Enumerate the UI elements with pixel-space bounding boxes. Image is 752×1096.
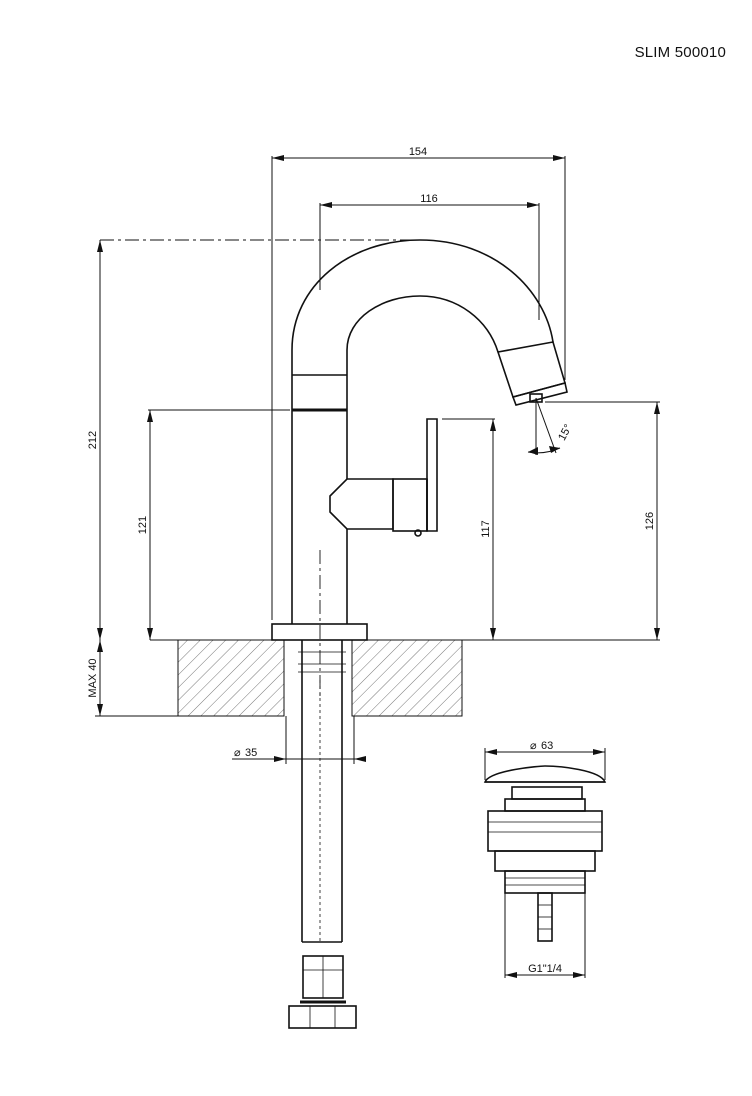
dim-spout-angle: 15° [556, 422, 574, 442]
dim-waste-thread: G1"1/4 [528, 963, 562, 975]
diameter-symbol: ⌀ [234, 747, 241, 759]
dim-waste-diameter: 63 [541, 740, 553, 752]
dim-height-overall: 212 [87, 431, 99, 449]
handle [329, 418, 438, 537]
dim-width-overall: 154 [409, 146, 427, 158]
dim-spout-reach: 116 [420, 193, 438, 205]
dim-waste-diameter-label: ⌀ 63 [530, 740, 553, 752]
dim-base-diameter-label: ⌀ 35 [234, 747, 257, 759]
dim-outlet-height: 126 [644, 512, 656, 530]
waste-drain [483, 765, 607, 942]
dim-handle-height: 117 [480, 520, 492, 538]
dim-body-height: 121 [137, 516, 149, 534]
faucet-body [271, 239, 568, 641]
dim-base-diameter: 35 [245, 747, 257, 759]
countertop [150, 639, 478, 717]
dim-max-deck: MAX 40 [87, 658, 99, 697]
supply-tube [288, 640, 357, 1029]
dimension-lines [95, 155, 660, 978]
diameter-symbol: ⌀ [530, 740, 537, 752]
drawing-title: SLIM 500010 [634, 44, 726, 61]
